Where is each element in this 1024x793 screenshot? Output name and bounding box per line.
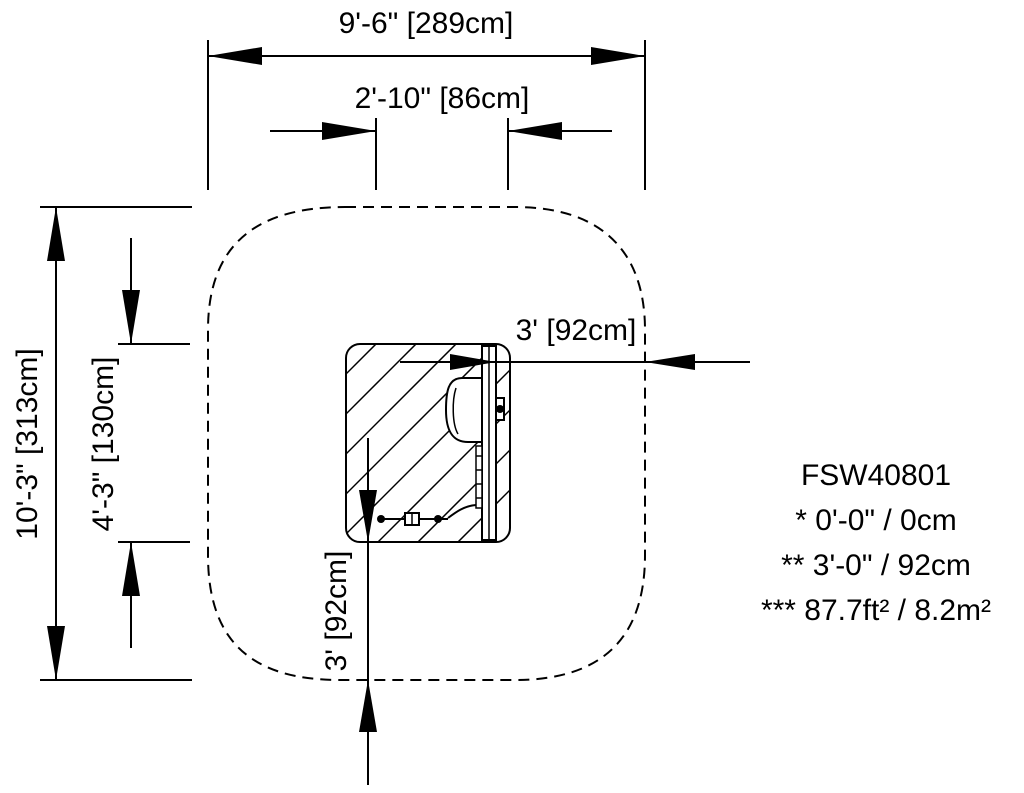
shower-fixture bbox=[377, 345, 505, 541]
overall-width-dimension: 9'-6" [289cm] bbox=[207, 7, 646, 190]
model-number: FSW40801 bbox=[801, 459, 951, 492]
info-line-3: *** 87.7ft² / 8.2m² bbox=[761, 594, 991, 627]
equipment-footprint bbox=[345, 343, 511, 543]
overall-depth-label: 10'-3" [313cm] bbox=[11, 348, 44, 539]
model-info-block: FSW40801 * 0'-0" / 0cm ** 3'-0" / 92cm *… bbox=[761, 459, 991, 627]
info-line-2: ** 3'-0" / 92cm bbox=[781, 549, 971, 582]
side-clearance-dimension: 3' [92cm] bbox=[400, 314, 750, 370]
clearance-boundary bbox=[207, 206, 646, 681]
overall-depth-dimension: 10'-3" [313cm] bbox=[11, 206, 192, 681]
equipment-depth-label: 4'-3" [130cm] bbox=[87, 357, 120, 532]
equipment-depth-dimension: 4'-3" [130cm] bbox=[87, 238, 190, 648]
info-line-1: * 0'-0" / 0cm bbox=[795, 504, 956, 537]
side-clearance-label: 3' [92cm] bbox=[516, 314, 637, 347]
front-clearance-label: 3' [92cm] bbox=[320, 551, 353, 672]
front-clearance-dimension: 3' [92cm] bbox=[320, 438, 377, 785]
overall-width-label: 9'-6" [289cm] bbox=[339, 7, 514, 40]
equipment-width-dimension: 2'-10" [86cm] bbox=[270, 82, 612, 190]
equipment-width-label: 2'-10" [86cm] bbox=[355, 82, 530, 115]
